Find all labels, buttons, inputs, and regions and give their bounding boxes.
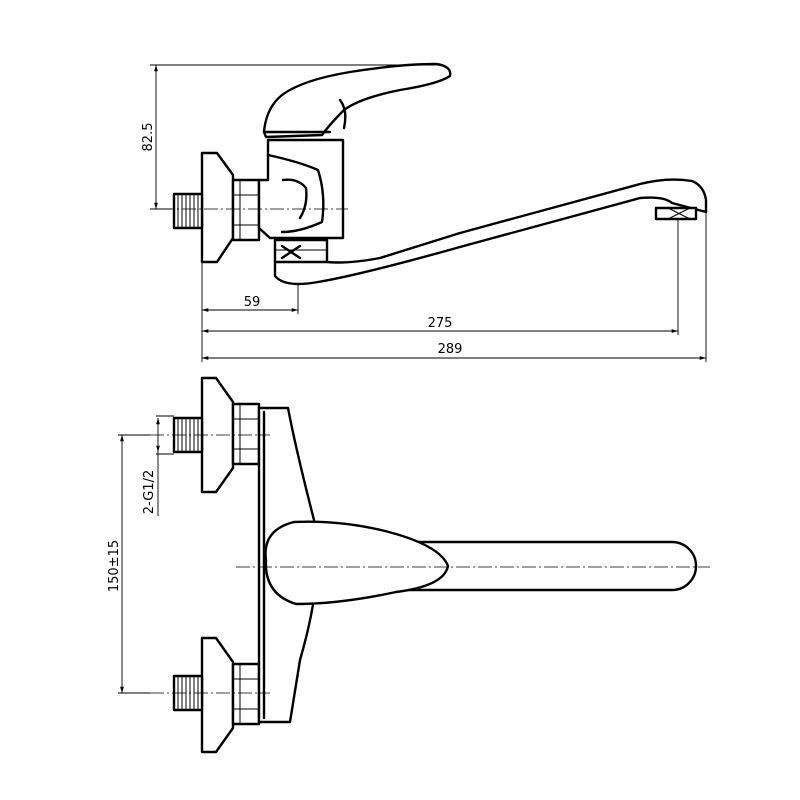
wall-flange [200, 151, 235, 264]
dim-thread-label: 2-G1/2 [142, 470, 157, 514]
dim-inlet-to-spout-label: 59 [244, 295, 261, 310]
handle-lever [262, 62, 452, 139]
dim-overall-length-label: 289 [438, 342, 463, 357]
dim-inlet-spacing-label: 150±15 [107, 540, 122, 592]
front-view: 2-G1/2 150±15 [107, 376, 710, 754]
aerator [654, 206, 698, 221]
dim-handle-height-label: 82.5 [141, 123, 156, 152]
spout [273, 196, 708, 286]
lower-flange [200, 636, 235, 754]
spout-front [378, 540, 698, 592]
swivel-collar [273, 238, 329, 264]
side-view: 82.5 59 275 289 [141, 62, 708, 362]
dim-spout-reach-label: 275 [428, 316, 453, 331]
handle-front [264, 520, 450, 606]
upper-hex-nut [231, 402, 261, 466]
threaded-inlet [172, 192, 204, 230]
hex-nut [231, 178, 261, 242]
lower-hex-nut [231, 662, 261, 726]
handle-detail [338, 98, 347, 130]
body-contour-inner [281, 178, 308, 220]
body-contour [266, 153, 325, 234]
